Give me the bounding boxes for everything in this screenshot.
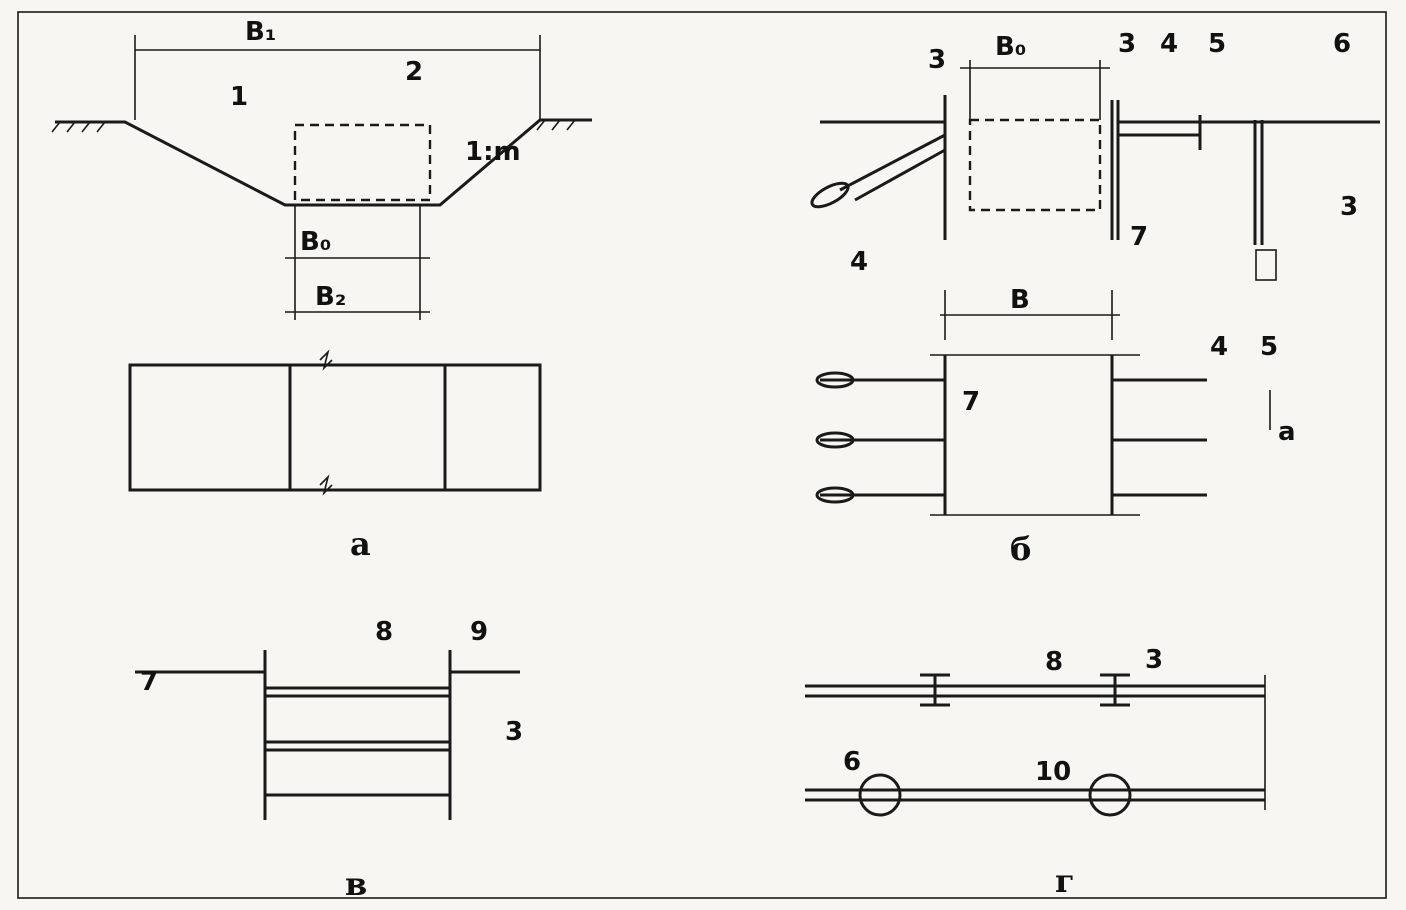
caption-b: б	[1010, 530, 1031, 568]
label-5: 5	[1260, 332, 1278, 362]
label-a: a	[1278, 417, 1296, 447]
struts-plan	[815, 371, 1207, 504]
label-8: 8	[1045, 647, 1063, 677]
label-4: 4	[850, 247, 868, 277]
label-6: 6	[1333, 29, 1351, 59]
label-7: 7	[962, 387, 980, 417]
label-4: 4	[1210, 332, 1228, 362]
post-6	[1088, 773, 1132, 817]
label-b1: B₁	[245, 17, 276, 47]
label-7: 7	[1130, 222, 1148, 252]
label-2: 2	[405, 57, 423, 87]
caption-g: г	[1055, 862, 1075, 900]
label-7: 7	[140, 667, 158, 697]
strut-tool	[839, 133, 946, 202]
caption-a: а	[350, 525, 371, 563]
posts-3	[920, 673, 1130, 707]
label-9: 9	[470, 617, 488, 647]
caption-v: в	[345, 865, 367, 903]
label-6: 6	[843, 747, 861, 777]
sheeting-10	[805, 788, 1265, 802]
label-slope: 1:m	[465, 137, 521, 167]
label-3: 3	[1340, 192, 1358, 222]
panel-b: 3 B₀ 3 4 5 6 3 4 7 B 4 5 7 a б	[810, 29, 1380, 568]
label-8: 8	[375, 617, 393, 647]
label-b: B	[1010, 285, 1030, 315]
panel-v: 7 8 9 3 в	[135, 617, 523, 903]
label-4: 4	[1160, 29, 1178, 59]
plan-view	[128, 363, 542, 492]
label-3: 3	[505, 717, 523, 747]
sheeting-8	[805, 684, 1265, 698]
label-b0: B₀	[995, 32, 1026, 62]
panel-a: B₁ 1 2 1:m B₀ B₂ а	[51, 17, 592, 563]
trench-profile	[55, 118, 592, 207]
break-marks	[319, 349, 333, 496]
label-3: 3	[1118, 29, 1136, 59]
label-10: 10	[1035, 757, 1071, 787]
post-6	[858, 773, 902, 817]
label-5: 5	[1208, 29, 1226, 59]
label-3: 3	[1145, 645, 1163, 675]
label-3: 3	[928, 45, 946, 75]
ground-hatch	[51, 119, 576, 133]
label-b2: B₂	[315, 282, 346, 312]
frame	[17, 11, 1387, 899]
panel-g: 8 3 6 10 г	[805, 645, 1266, 900]
label-1: 1	[230, 82, 248, 112]
struts	[265, 686, 450, 797]
label-b0: B₀	[300, 227, 331, 257]
structure-outline	[293, 123, 432, 202]
